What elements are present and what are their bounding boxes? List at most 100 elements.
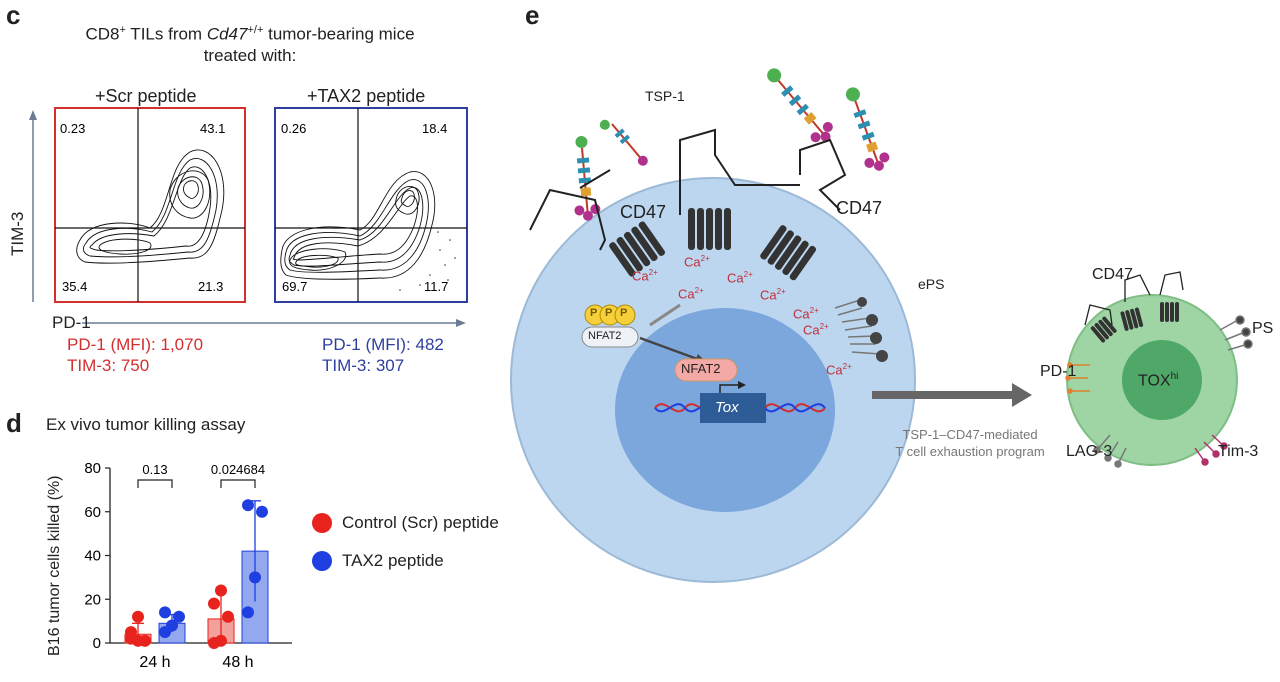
arrow-caption: TSP-1–CD47-mediated T cell exhaustion pr…	[870, 426, 1070, 460]
tox-gene	[700, 393, 766, 423]
y-arrow-head	[29, 110, 37, 120]
arrow-caption-line1: TSP-1–CD47-mediated	[902, 427, 1038, 442]
x-tick-label-0: 24 h	[139, 654, 170, 671]
title-cd8: CD8	[85, 24, 120, 44]
eps-lipids	[834, 297, 888, 362]
tax2-q-ur: 18.4	[422, 121, 447, 136]
phospho-1: P	[590, 307, 598, 319]
lag3-label: LAG-3	[1066, 443, 1113, 460]
contours-tax2	[280, 171, 436, 280]
plot-tax2-frame	[274, 107, 468, 303]
point-0-1-2	[173, 610, 185, 623]
point-1-0-1	[215, 634, 227, 647]
title-text: TILs from	[125, 24, 207, 44]
translocation-arrow	[639, 336, 701, 362]
title-text-2: tumor-bearing mice	[263, 24, 415, 44]
arrow-caption-line2: T cell exhaustion program	[895, 444, 1045, 459]
x-arrow-head	[456, 319, 466, 327]
point-1-1-3	[242, 499, 254, 512]
scr-q-lr: 21.3	[198, 279, 223, 294]
point-1-1-0	[242, 606, 254, 619]
phospho-3: P	[620, 307, 628, 319]
bracket-0	[137, 479, 173, 488]
legend-label-tax2: TAX2 peptide	[342, 551, 444, 570]
plot-tax2-label: +TAX2 peptide	[307, 86, 426, 106]
y-tick-label-3: 60	[84, 504, 101, 521]
point-0-0-4	[132, 610, 144, 623]
tax2-q-ll: 69.7	[282, 279, 307, 294]
point-1-1-1	[249, 571, 261, 584]
y-tick-label-2: 40	[84, 548, 101, 565]
contours-scr	[76, 149, 225, 264]
small-cd47-receptors	[1090, 302, 1179, 343]
nfat2-nucleus	[674, 358, 738, 382]
scatter-dots-tax2	[399, 231, 456, 291]
cd47-label-left: CD47	[620, 202, 667, 222]
flow-cytometry-plots: 0.23 43.1 35.4 21.3 0.26 18.4 69.7 11.7	[29, 107, 468, 327]
tax2-q-lr: 11.7	[424, 279, 448, 294]
scr-q-ll: 35.4	[62, 279, 87, 294]
cd47-receptors	[529, 128, 847, 251]
title-line2: treated with:	[203, 45, 297, 65]
point-0-0-3	[125, 626, 137, 639]
pd1-markers	[1065, 362, 1090, 394]
ps-label: PS	[1252, 320, 1274, 337]
mfi-scr-pd1: PD-1 (MFI): 1,070	[67, 335, 204, 354]
pvalue-1: 0.024684	[211, 462, 265, 477]
point-0-1-3	[159, 606, 171, 619]
tim3-markers	[1194, 434, 1228, 466]
ca-ion-8: Ca2+	[826, 362, 852, 378]
y-axis-label: TIM-3	[8, 211, 27, 256]
point-1-1-2	[256, 505, 268, 518]
ps-markers	[1219, 315, 1253, 351]
small-cd47-label: CD47	[1092, 266, 1133, 283]
ca-arrow	[649, 303, 681, 327]
ca-ion-6: Ca2+	[793, 306, 819, 322]
tox-label: Tox	[715, 399, 739, 416]
panel-d-letter: d	[6, 408, 22, 438]
panel-e-letter: e	[525, 0, 540, 30]
exhausted-nucleus	[1122, 340, 1202, 420]
phospho-2: P	[605, 307, 613, 319]
mfi-tax2-tim3: TIM-3: 307	[322, 356, 405, 375]
ca-ion-4: Ca2+	[678, 286, 704, 302]
legend-dot-red	[312, 513, 332, 533]
tss-arrow	[719, 384, 740, 393]
point-0-1-1	[166, 619, 178, 632]
legend-label-control: Control (Scr) peptide	[342, 513, 499, 532]
cd47-label-right: CD47	[836, 198, 883, 218]
cd47-transmembrane	[609, 208, 817, 281]
nfat2-cytoplasm-label: NFAT2	[588, 330, 622, 342]
ca-ion-1: Ca2+	[632, 268, 658, 284]
lag3-markers	[1093, 434, 1127, 468]
tsp1-molecules	[574, 68, 890, 221]
plot-scr-label: +Scr peptide	[95, 86, 197, 106]
eps-label: ePS	[918, 276, 945, 292]
legend-item-control: Control (Scr) peptide	[312, 512, 499, 534]
mechanism-diagram	[510, 68, 1253, 583]
pd1-label: PD-1	[1040, 363, 1077, 380]
bracket-1	[220, 479, 256, 488]
panel-c-title: CD8+ TILs from Cd47+/+ tumor-bearing mic…	[40, 20, 460, 66]
ca-ion-7: Ca2+	[803, 322, 829, 338]
tsp1-label: TSP-1	[645, 88, 685, 104]
nfat2-phospho	[581, 304, 639, 348]
tim3-label: Tim-3	[1218, 443, 1259, 460]
nfat2-nucleus-label: NFAT2	[681, 361, 721, 376]
panel-c-letter: c	[6, 0, 21, 30]
chart-ylabel: B16 tumor cells killed (%)	[46, 475, 63, 657]
scr-q-ul: 0.23	[60, 121, 85, 136]
tax2-q-ul: 0.26	[281, 121, 306, 136]
point-1-0-2	[222, 610, 234, 623]
mfi-scr: PD-1 (MFI): 1,070 TIM-3: 750	[67, 334, 203, 376]
title-genotype: +/+	[247, 24, 264, 36]
x-axis-label: PD-1	[52, 313, 91, 332]
ca-ion-2: Ca2+	[684, 254, 710, 270]
point-1-0-3	[208, 597, 220, 610]
mfi-tax2: PD-1 (MFI): 482 TIM-3: 307	[322, 334, 444, 376]
chart-legend: Control (Scr) peptide TAX2 peptide	[312, 512, 499, 572]
scr-q-ur: 43.1	[200, 121, 225, 136]
point-1-0-4	[215, 584, 227, 597]
